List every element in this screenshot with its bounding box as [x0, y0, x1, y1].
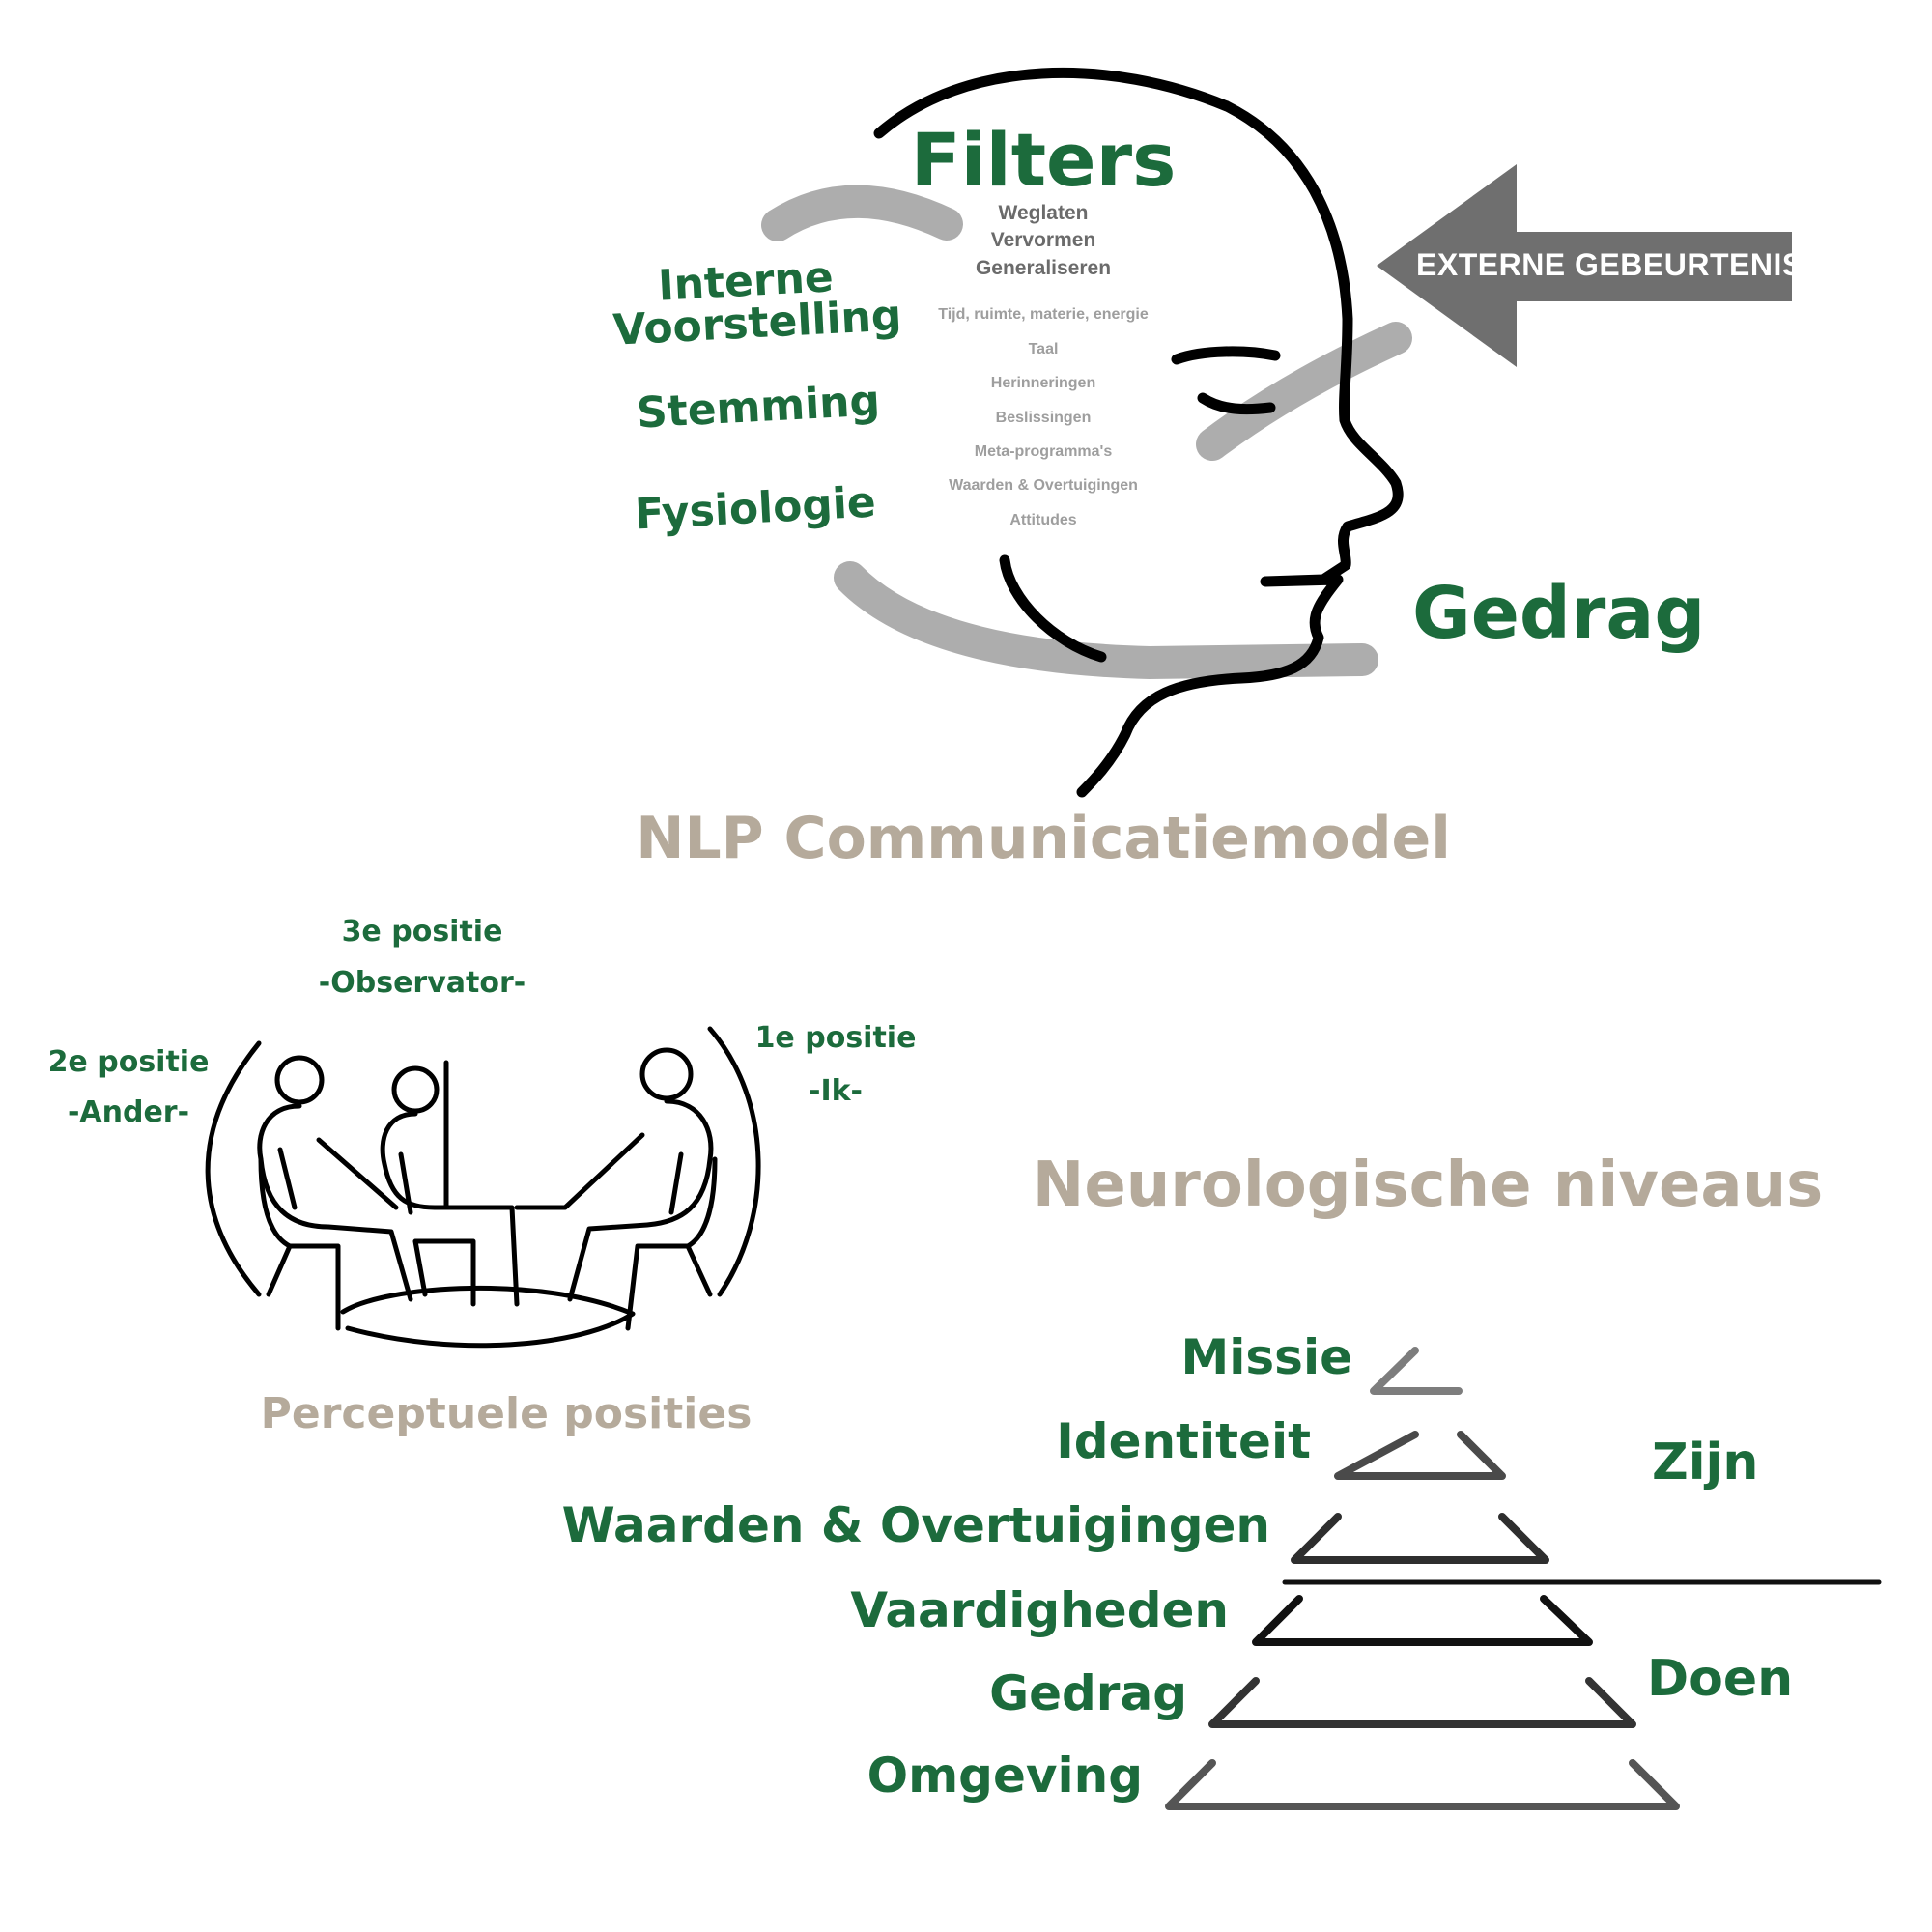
level-label-identiteit: Identiteit	[1056, 1413, 1311, 1469]
nlp-model-title: NLP Communicatiemodel	[636, 805, 1451, 872]
person-observator-arm	[398, 1151, 413, 1215]
doen-label: Doen	[1647, 1650, 1794, 1708]
pyramid	[1165, 1347, 1882, 1810]
filter-item: Meta-programma's	[974, 443, 1113, 460]
person-ik-head	[639, 1047, 694, 1101]
head-profile	[873, 67, 1404, 798]
swoosh-face	[1196, 322, 1412, 461]
person-observator-head	[391, 1065, 440, 1114]
pyramid-level-waarden	[1291, 1513, 1549, 1564]
third-position-line1: 3e positie	[341, 915, 503, 949]
person-ik-arm	[514, 1132, 684, 1215]
filter-process-vervormen: Vervormen	[990, 229, 1096, 251]
chair-ander	[258, 1156, 341, 1331]
swoosh-bottom	[834, 561, 1378, 680]
pyramid-level-missie	[1370, 1347, 1463, 1395]
filter-item: Tijd, ruimte, materie, energie	[938, 306, 1149, 323]
first-position-line1: 1e positie	[754, 1021, 917, 1055]
left-bracket	[205, 1040, 262, 1297]
level-label-vaardigheden: Vaardigheden	[850, 1582, 1229, 1638]
external-event-arrow	[1377, 164, 1792, 367]
filter-item: Taal	[1028, 341, 1059, 357]
chin-jaw	[999, 554, 1107, 663]
head-outline	[873, 67, 1404, 798]
third-position-line2: -Observator-	[318, 966, 526, 1000]
neuro-levels-title: Neurologische niveaus	[1032, 1150, 1824, 1221]
filter-process-generaliseren: Generaliseren	[975, 257, 1112, 279]
second-position-line2: -Ander-	[67, 1095, 190, 1129]
level-label-missie: Missie	[1180, 1329, 1352, 1385]
pyramid-level-identiteit	[1334, 1431, 1506, 1480]
filter-item: Attitudes	[1009, 512, 1077, 528]
pyramid-level-vaardigheden	[1252, 1595, 1593, 1646]
person-ander-head	[274, 1055, 325, 1105]
level-label-waarden: Waarden & Overtuigingen	[561, 1497, 1270, 1553]
filter-item: Waarden & Overtuigingen	[949, 477, 1138, 494]
second-position-line1: 2e positie	[47, 1045, 210, 1079]
pyramid-level-omgeving	[1165, 1759, 1680, 1810]
right-bracket	[707, 1026, 761, 1297]
swoosh-top	[761, 185, 963, 242]
first-position-line2: -Ik-	[808, 1074, 864, 1108]
eye	[1197, 392, 1276, 415]
fysiologie-label: Fysiologie	[634, 477, 877, 540]
zijn-label: Zijn	[1652, 1434, 1759, 1492]
level-label-omgeving: Omgeving	[867, 1747, 1143, 1804]
filters-title: Filters	[910, 117, 1177, 203]
perceptual-positions-title: Perceptuele posities	[260, 1389, 753, 1438]
perceptual-positions-figure	[205, 1026, 761, 1349]
person-observator-body	[380, 1111, 520, 1307]
filter-item: Beslissingen	[995, 410, 1092, 426]
filter-process-weglaten: Weglaten	[998, 202, 1089, 224]
floor-arc	[340, 1285, 636, 1349]
person-ander-arm	[277, 1137, 399, 1210]
filter-item: Herinneringen	[990, 375, 1096, 391]
level-label-gedrag: Gedrag	[989, 1665, 1187, 1721]
arrow-head	[1377, 164, 1517, 367]
stemming-label: Stemming	[635, 376, 882, 439]
arrow-shaft	[1512, 232, 1792, 301]
gedrag-label: Gedrag	[1412, 572, 1706, 655]
chair-ik	[625, 1156, 718, 1331]
person-ik-body	[567, 1098, 714, 1302]
observator-chair	[412, 1060, 476, 1307]
swooshes	[761, 185, 1412, 680]
external-event-label: EXTERNE GEBEURTENIS	[1416, 247, 1804, 282]
eyebrow	[1171, 346, 1281, 365]
pyramid-level-gedrag	[1208, 1677, 1636, 1728]
